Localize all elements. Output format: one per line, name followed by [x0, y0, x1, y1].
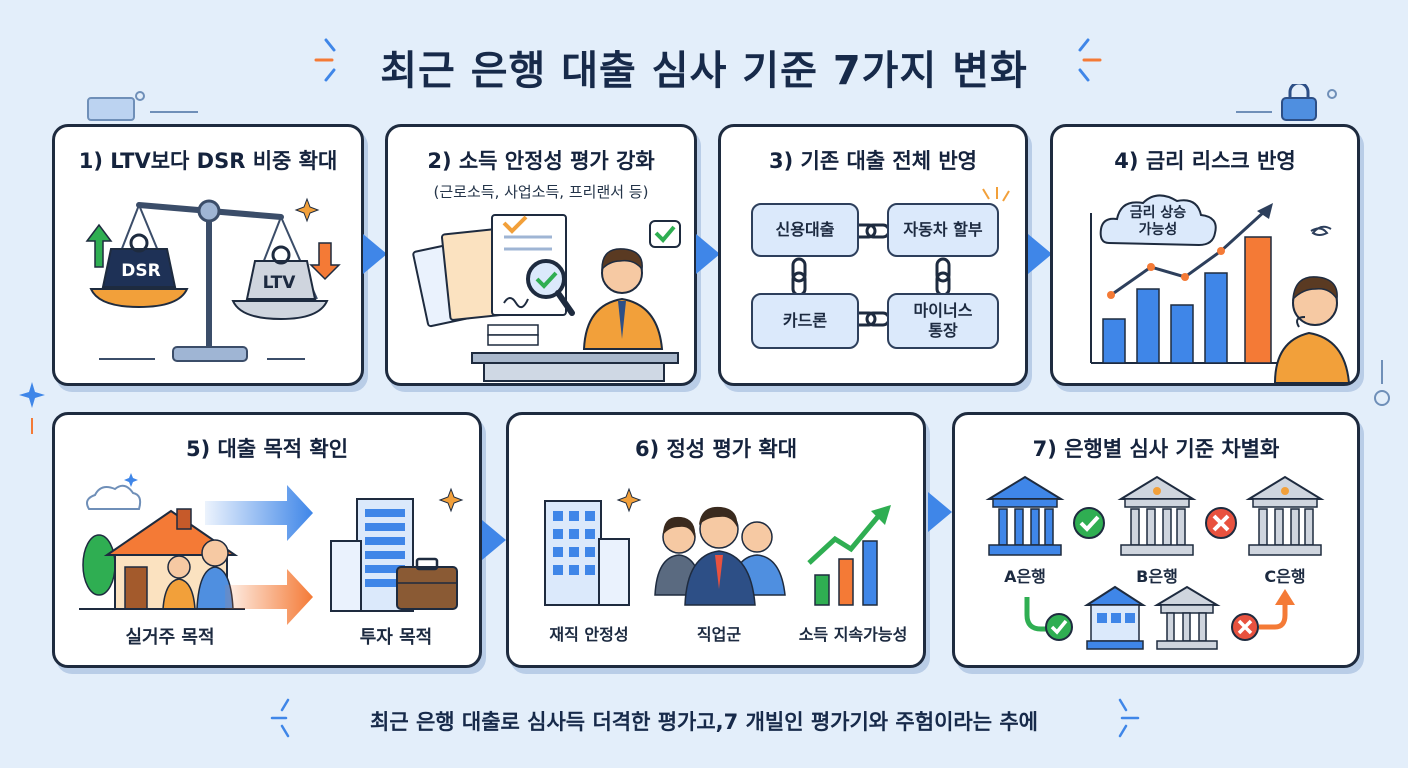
card-title: 6) 정성 평가 확대: [634, 437, 798, 461]
bank-label-c: C은행: [1264, 567, 1306, 586]
corner-lock-icon: [1236, 84, 1337, 121]
bank-lower-c-icon: [1153, 585, 1221, 650]
page-title: 최근 은행 대출 심사 기준 7가지 변화: [380, 48, 1028, 94]
bank-a-icon: [985, 475, 1065, 556]
bank-b-icon: [1117, 475, 1197, 556]
cloud-label: 금리 상승 가능성: [1129, 205, 1187, 238]
flow-arrow-icon: [928, 492, 952, 532]
qualitative-label-income-sustainability: 소득 지속가능성: [798, 625, 908, 644]
rate-rise-chart-illustration: [1090, 194, 1351, 383]
card-title: 3) 기존 대출 전체 반영: [768, 149, 977, 173]
flow-arrow-icon: [696, 234, 720, 274]
card-qualitative-evaluation: 6) 정성 평가 확대 재직 안정성 직업군 소득 지속가능성: [506, 412, 926, 668]
flow-arrow-icon: [482, 520, 506, 560]
weight-label-dsr: DSR: [121, 261, 161, 281]
card-title: 1) LTV보다 DSR 비중 확대: [78, 149, 338, 173]
card-title: 7) 은행별 심사 기준 차별화: [1032, 437, 1280, 461]
card-existing-loans: 3) 기존 대출 전체 반영 신용대출 자동차 할부 카드론 마이너스 통장: [718, 124, 1028, 386]
title-sparkle-right-icon: [1078, 38, 1102, 82]
flow-arrow-icon: [363, 234, 387, 274]
qualitative-label-occupation: 직업군: [696, 625, 742, 644]
card-income-stability: 2) 소득 안정성 평가 강화 (근로소득, 사업소득, 프리랜서 등): [385, 124, 697, 386]
card-bank-differentiation: 7) 은행별 심사 기준 차별화: [952, 412, 1360, 668]
purpose-label-investment: 투자 목적: [359, 627, 433, 648]
card-title: 2) 소득 안정성 평가 강화: [427, 149, 655, 173]
card-ltv-dsr: 1) LTV보다 DSR 비중 확대 DSR LTV: [52, 124, 364, 386]
card-subtitle: (근로소득, 사업소득, 프리랜서 등): [433, 183, 649, 201]
footer-sparkle-right-icon: [1118, 698, 1140, 738]
loan-chip-card-loan: 카드론: [751, 293, 859, 349]
bank-lower-a-icon: [1083, 585, 1147, 650]
balance-scale-illustration: [85, 197, 341, 362]
card-loan-purpose: 5) 대출 목적 확인: [52, 412, 482, 668]
title-sparkle-left-icon: [314, 38, 336, 82]
bank-label-b: B은행: [1136, 567, 1178, 586]
qualitative-label-job-stability: 재직 안정성: [549, 625, 629, 644]
loan-chip-overdraft: 마이너스 통장: [887, 293, 999, 349]
bank-c-icon: [1245, 475, 1325, 556]
footer-caption: 최근 은행 대출로 심사득 더격한 평가고,7 개빌인 평가기와 주험이라는 추…: [370, 710, 1038, 734]
card-title: 4) 금리 리스크 반영: [1114, 149, 1296, 173]
card-interest-risk: 4) 금리 리스크 반영 금리 상승 가능성: [1050, 124, 1360, 386]
document-review-illustration: [412, 214, 681, 382]
side-pin-right-icon: [1374, 360, 1390, 406]
loan-chip-credit: 신용대출: [751, 203, 859, 257]
corner-bank-icon: [87, 91, 198, 121]
weight-label-ltv: LTV: [262, 273, 296, 293]
qualitative-illustration: [544, 487, 891, 606]
bank-label-a: A은행: [1004, 567, 1046, 586]
bank-comparison-illustration: [985, 475, 1325, 650]
flow-arrow-icon: [1028, 234, 1052, 274]
card-title: 5) 대출 목적 확인: [185, 437, 349, 461]
footer-sparkle-left-icon: [270, 698, 290, 738]
purpose-label-residence: 실거주 목적: [125, 627, 215, 648]
side-sparkle-left-icon: [19, 382, 45, 434]
loan-chip-car-installment: 자동차 할부: [887, 203, 999, 257]
purpose-illustration: [79, 473, 464, 625]
